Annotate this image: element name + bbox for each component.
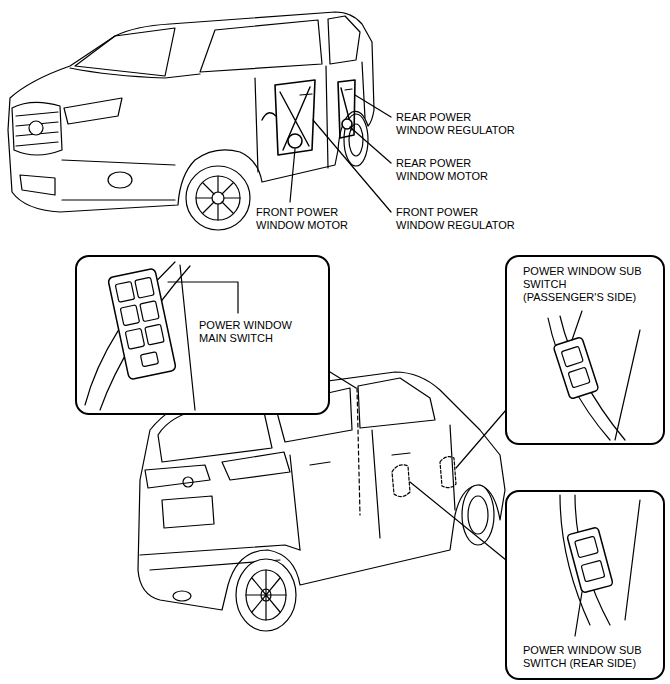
illustration-line	[561, 346, 583, 367]
illustration-line	[168, 282, 238, 313]
callout-inset: POWER WINDOW SUB SWITCH (REAR SIDE)	[505, 490, 665, 680]
illustration-line	[16, 112, 58, 146]
illustration-line	[246, 570, 286, 620]
illustration-line	[275, 80, 315, 155]
illustration-line	[567, 527, 613, 593]
illustration-line	[280, 87, 310, 150]
illustration-line	[64, 98, 122, 124]
leader-line	[330, 372, 356, 388]
illustration-line	[29, 121, 43, 135]
illustration-line	[548, 318, 610, 440]
illustration-line	[575, 592, 582, 636]
illustration-line	[310, 453, 410, 465]
illustration-line	[70, 68, 200, 78]
callout-inset: POWER WINDOW MAIN SWITCH	[75, 255, 330, 415]
illustration-line	[135, 277, 154, 298]
illustration-line	[180, 265, 195, 410]
part-label: FRONT POWER WINDOW MOTOR	[255, 205, 381, 233]
illustration-line	[290, 149, 295, 202]
illustration-line	[553, 337, 599, 400]
illustration-line	[288, 134, 302, 148]
illustration-line	[145, 465, 210, 488]
illustration-line	[100, 266, 190, 410]
illustration-line	[115, 281, 134, 302]
illustration-line	[567, 527, 613, 593]
callout-inset: POWER WINDOW SUB SWITCH (PASSENGER'S SID…	[505, 255, 665, 445]
illustration-line	[222, 452, 290, 480]
illustration-line	[140, 545, 300, 555]
illustration-line	[341, 88, 352, 130]
illustration-line	[462, 485, 494, 545]
illustration-line	[358, 378, 435, 428]
illustration-line	[553, 337, 599, 400]
illustration-line	[440, 457, 456, 488]
illustration-line	[183, 477, 193, 487]
illustration-line	[506, 491, 664, 679]
illustration-line	[62, 160, 175, 200]
leader-line	[410, 482, 506, 560]
leader-line	[456, 410, 506, 468]
illustration-line	[196, 176, 240, 220]
illustration-line	[581, 560, 605, 582]
illustration-line	[328, 16, 360, 64]
inset-label: POWER WINDOW MAIN SWITCH	[199, 319, 311, 345]
illustration-line	[108, 268, 177, 380]
passenger-switch-art	[548, 311, 640, 440]
illustration-line	[75, 28, 175, 76]
illustration-line	[236, 559, 296, 631]
illustration-line	[162, 496, 214, 528]
illustration-line	[575, 536, 599, 558]
part-label: REAR POWER WINDOW REGULATOR	[395, 110, 521, 138]
illustration-line	[625, 500, 640, 620]
illustration-line	[108, 268, 177, 380]
inset-label: POWER WINDOW SUB SWITCH (PASSENGER'S SID…	[523, 265, 649, 304]
illustration-line	[145, 324, 164, 345]
illustration-line	[173, 591, 191, 601]
illustration-line	[140, 352, 158, 367]
illustration-line	[196, 176, 240, 220]
illustration-line	[186, 166, 250, 230]
illustration-line	[76, 256, 329, 414]
illustration-line	[246, 570, 286, 620]
inset-label: POWER WINDOW SUB SWITCH (REAR SIDE)	[523, 644, 649, 670]
illustration-line	[108, 172, 132, 188]
illustration-line	[313, 120, 391, 212]
illustration-line	[120, 305, 139, 326]
illustration-line	[20, 175, 55, 195]
illustration-line	[572, 311, 582, 340]
illustration-line	[468, 496, 488, 534]
illustration-line	[615, 330, 640, 440]
part-label: REAR POWER WINDOW MOTOR	[395, 156, 521, 184]
illustration-line	[125, 328, 144, 349]
part-label: FRONT POWER WINDOW REGULATOR	[395, 205, 521, 233]
illustration-line	[262, 113, 276, 120]
illustration-line	[355, 95, 391, 117]
illustration-line	[12, 102, 62, 155]
rear-switch-art	[560, 495, 640, 636]
illustration-line	[392, 465, 410, 497]
illustration-line	[357, 388, 360, 515]
illustration-line	[290, 425, 455, 550]
front-car-view	[8, 12, 391, 230]
illustration-line	[140, 301, 159, 322]
illustration-line	[350, 127, 391, 163]
illustration-line	[568, 367, 590, 388]
illustration-line	[200, 20, 322, 72]
illustration-line	[506, 256, 664, 444]
